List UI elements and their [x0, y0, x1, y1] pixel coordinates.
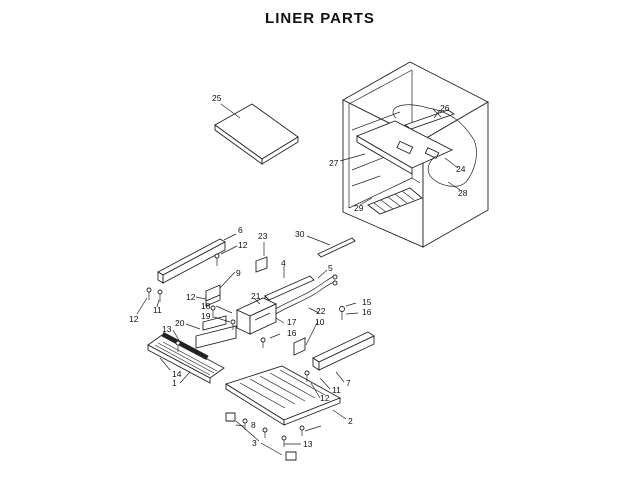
callout-12-c: 12 [129, 314, 139, 324]
callout-12-a: 12 [238, 240, 248, 250]
callout-15: 15 [362, 297, 372, 307]
callout-5: 5 [328, 263, 333, 273]
callout-3: 3 [252, 438, 257, 448]
part-21-control-housing [235, 297, 278, 335]
part-29-grille [367, 187, 423, 215]
callout-9: 9 [236, 268, 241, 278]
callout-20: 20 [175, 318, 185, 328]
part-10-bracket [293, 337, 306, 356]
callout-7: 7 [346, 378, 351, 388]
callout-14: 14 [172, 369, 182, 379]
callout-25: 25 [212, 93, 222, 103]
callout-12-d: 12 [320, 393, 330, 403]
part-7-rail [312, 331, 375, 371]
callout-19: 19 [201, 311, 211, 321]
page-title: LINER PARTS [265, 10, 375, 27]
callout-21: 21 [251, 291, 261, 301]
part-28-wire-harness [392, 104, 477, 187]
callout-24: 24 [456, 164, 466, 174]
callout-4: 4 [281, 258, 286, 268]
part-24-light-assembly [355, 120, 454, 175]
callout-26: 26 [440, 103, 450, 113]
part-30-rail [317, 237, 356, 258]
part-3-leveling-legs [225, 412, 297, 461]
part-23-label [255, 256, 268, 273]
callout-10: 10 [315, 317, 325, 327]
callout-2: 2 [348, 416, 353, 426]
callout-11-b: 11 [332, 385, 341, 395]
callout-13-b: 13 [303, 439, 313, 449]
callout-23: 23 [258, 231, 268, 241]
callout-13-a: 13 [162, 324, 172, 334]
screws [146, 253, 345, 447]
callout-16-b: 16 [362, 307, 372, 317]
callout-30: 30 [295, 229, 305, 239]
part-9-bracket [205, 284, 221, 307]
part-5-harness [269, 274, 338, 317]
callout-27: 27 [329, 158, 339, 168]
callout-29: 29 [354, 203, 364, 213]
callout-11-a: 11 [153, 305, 162, 315]
callout-17: 17 [287, 317, 297, 327]
callout-8: 8 [251, 420, 256, 430]
part-25-panel [214, 103, 299, 165]
callout-1: 1 [172, 378, 177, 388]
callout-22: 22 [316, 306, 326, 316]
part-2-base-pan [224, 365, 342, 426]
callout-16-a: 16 [287, 328, 297, 338]
part-6-upper-rail [157, 238, 226, 284]
leader-lines [136, 103, 461, 456]
callout-6: 6 [238, 225, 243, 235]
part-1-grille [147, 331, 225, 384]
callout-12-b: 12 [186, 292, 196, 302]
callout-labels: 25 26 27 24 28 29 23 30 6 12 4 5 9 21 12… [129, 93, 468, 449]
callout-28: 28 [458, 188, 468, 198]
callout-18: 18 [201, 301, 211, 311]
